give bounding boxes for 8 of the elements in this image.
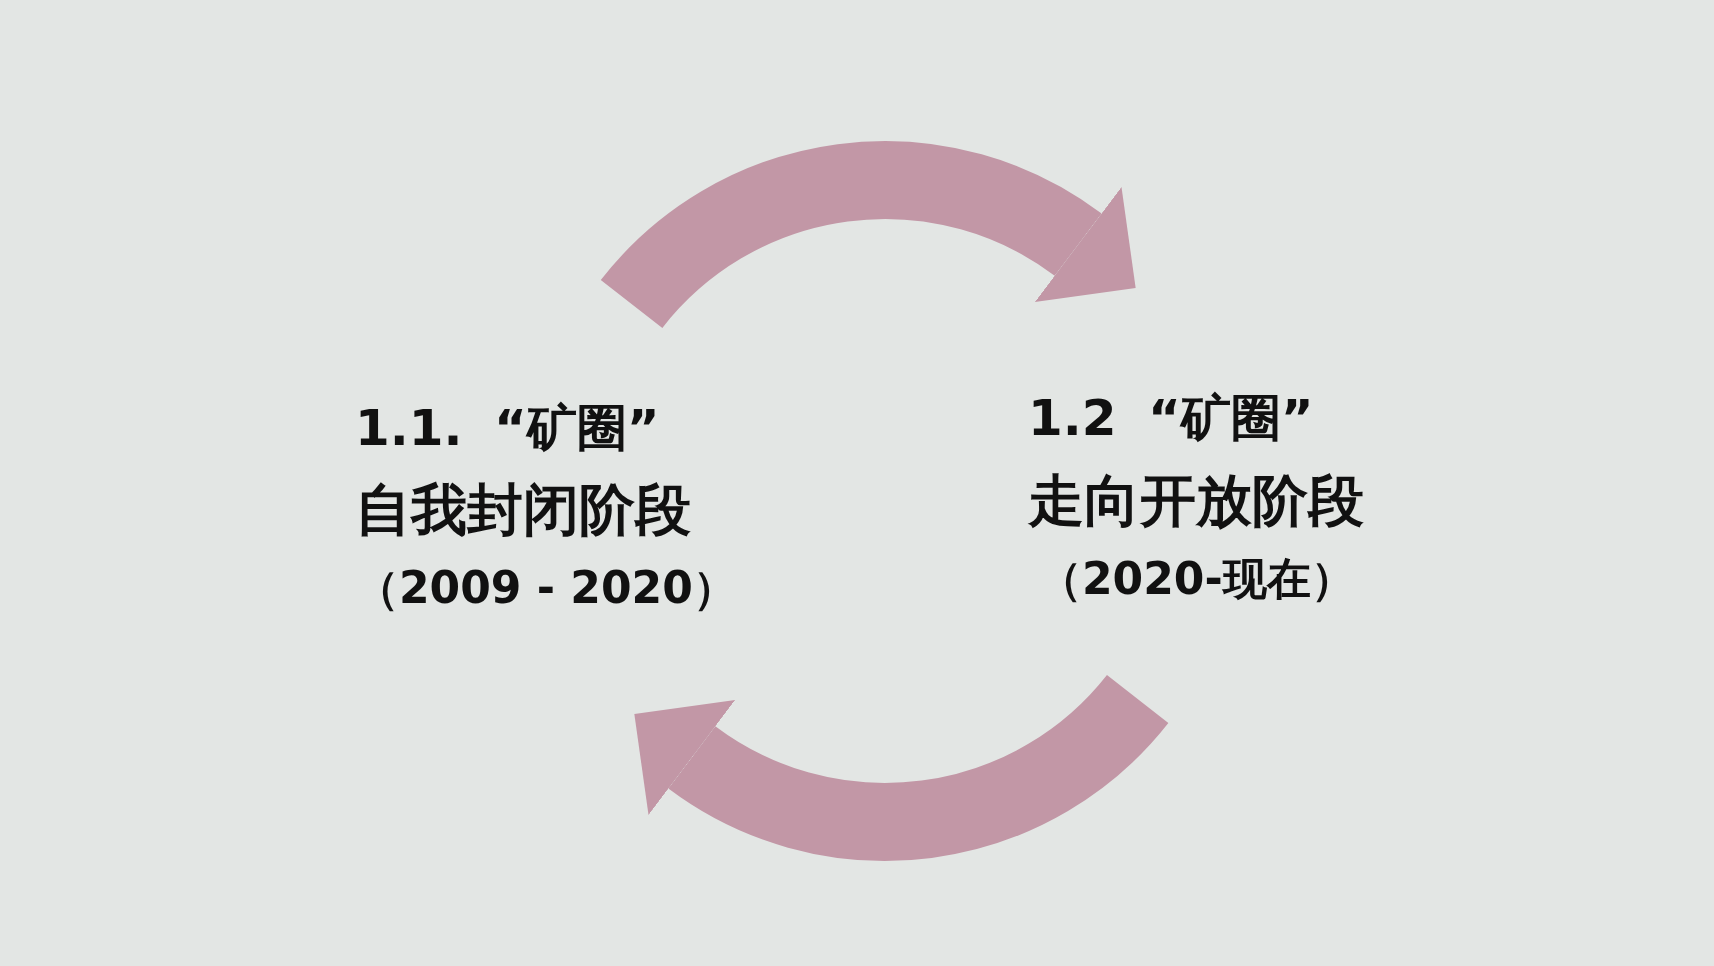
stage-number-heading: 1.2 “矿圈” xyxy=(1028,388,1314,450)
stage-title: 走向开放阶段 xyxy=(1028,466,1364,535)
stage-period: （2009 - 2020） xyxy=(355,561,737,616)
stage-number-heading: 1.1. “矿圈” xyxy=(355,397,660,459)
stage-title: 自我封闭阶段 xyxy=(355,476,691,545)
stage-period: （2020-现在） xyxy=(1038,551,1355,606)
curved-arrow xyxy=(602,141,1139,330)
curved-arrow xyxy=(631,673,1167,861)
